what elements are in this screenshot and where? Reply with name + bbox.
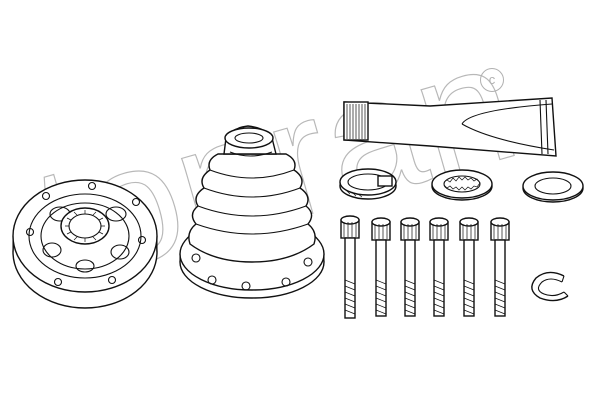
bolt bbox=[340, 215, 360, 319]
rubber-boot bbox=[179, 125, 325, 299]
circlip bbox=[531, 271, 569, 302]
cv-joint bbox=[12, 179, 158, 309]
bolt bbox=[459, 217, 479, 317]
grease-tube bbox=[343, 97, 557, 157]
bolt bbox=[400, 217, 420, 317]
bolt bbox=[371, 217, 391, 317]
lock-washer bbox=[431, 169, 493, 201]
flat-washer bbox=[522, 171, 584, 203]
bolt-set bbox=[340, 215, 510, 319]
copyright-symbol: c bbox=[480, 68, 504, 92]
boot-clamp bbox=[339, 168, 397, 200]
bolt bbox=[490, 217, 510, 317]
bolt bbox=[429, 217, 449, 317]
